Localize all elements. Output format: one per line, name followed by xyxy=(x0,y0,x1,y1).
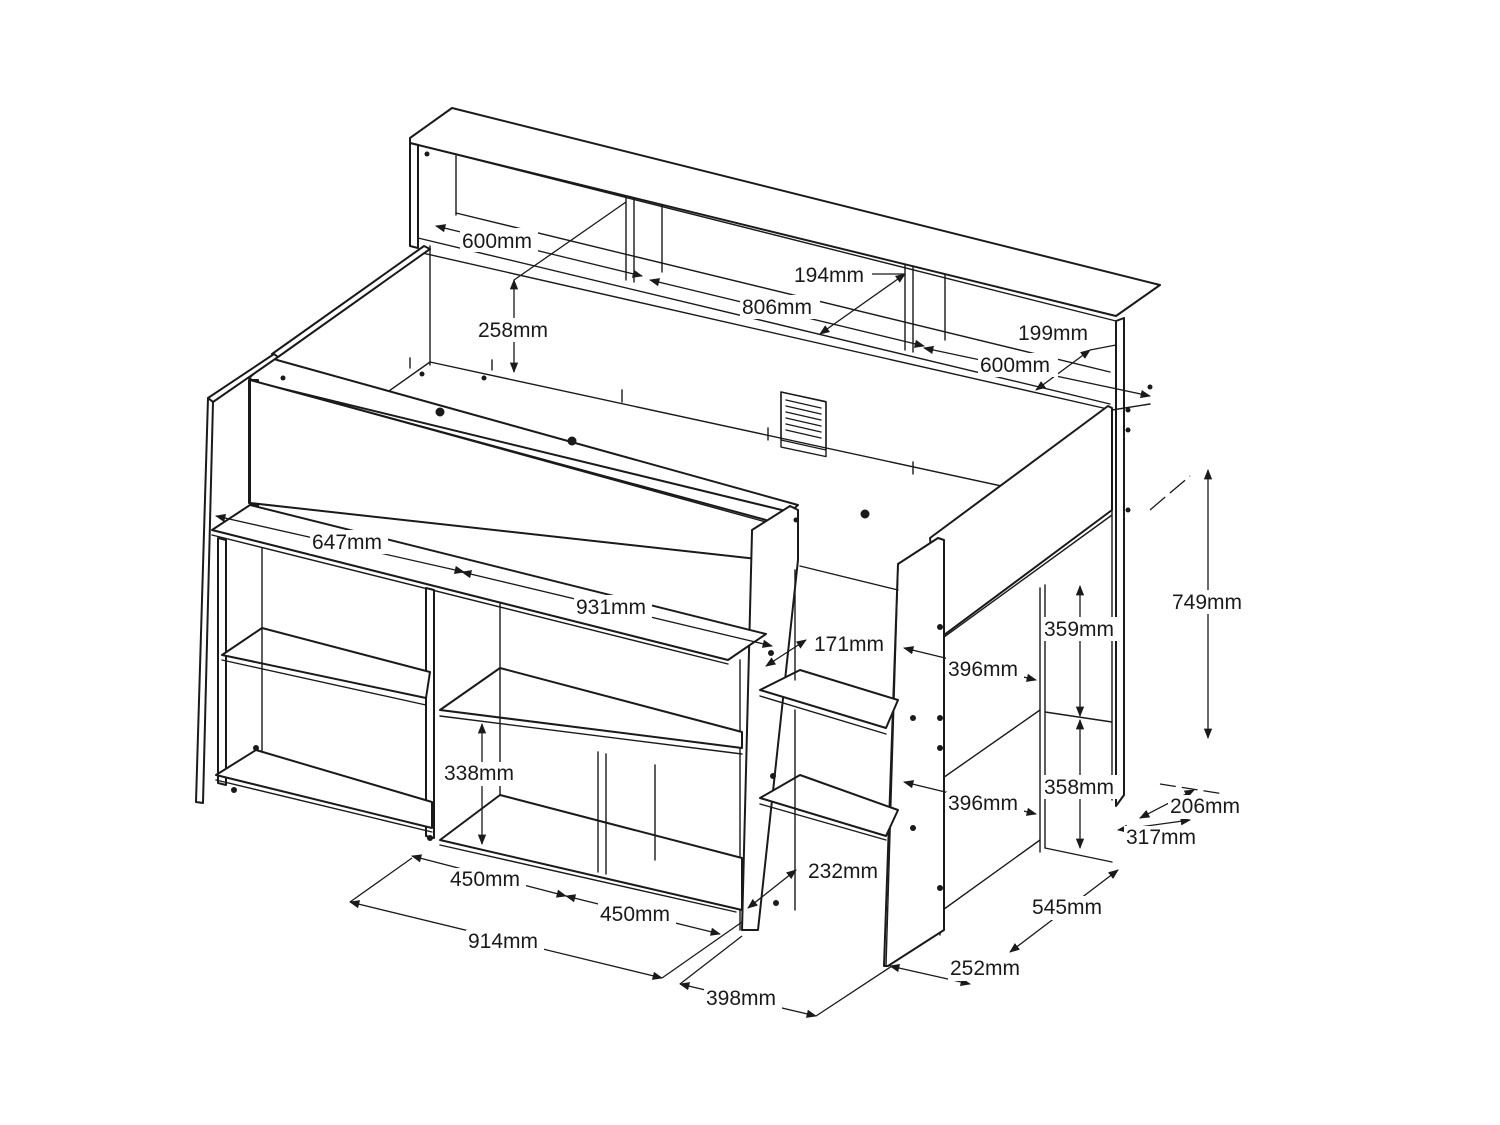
small-side-shelf xyxy=(759,565,899,911)
dim-label-compartment-right-width: 450mm xyxy=(600,903,670,926)
dim-label-right-shelf-width: 199mm xyxy=(1018,322,1088,345)
dim-label-lower-shelf-width: 396mm xyxy=(948,792,1018,815)
dim-label-shelf-depth: 194mm xyxy=(794,264,864,287)
bookcase-unit xyxy=(211,504,767,931)
dim-label-bookcase-total-width: 914mm xyxy=(468,930,538,953)
dim-label-upper-shelf-width: 396mm xyxy=(948,658,1018,681)
dim-label-upper-shelf-height: 359mm xyxy=(1044,618,1114,641)
dim-label-headboard-depth: 206mm xyxy=(1170,795,1240,818)
dim-label-leg-depth: 317mm xyxy=(1126,826,1196,849)
dim-label-compartment-left-width: 450mm xyxy=(450,868,520,891)
dim-label-bed-height: 749mm xyxy=(1172,591,1242,614)
screw-holes xyxy=(231,151,1153,906)
dim-label-bookcase-left-width: 647mm xyxy=(312,531,382,554)
vent-grille xyxy=(780,391,827,451)
dimension-labels: 600mm 258mm 194mm 806mm 199mm 600mm 647m… xyxy=(310,228,1248,1011)
dim-label-end-panel-width: 252mm xyxy=(950,957,1020,980)
dim-label-shelf-height: 258mm xyxy=(478,319,548,342)
dim-label-right-shelf-length: 600mm xyxy=(980,354,1050,377)
dim-label-top-shelf-width: 600mm xyxy=(462,230,532,253)
bed-frame xyxy=(271,245,1151,936)
dim-label-bookcase-right-width: 931mm xyxy=(576,596,646,619)
dim-label-side-unit-width: 398mm xyxy=(706,987,776,1010)
dim-label-side-shelf-depth: 232mm xyxy=(808,860,878,883)
dim-label-bookcase-compartment-height: 338mm xyxy=(444,762,514,785)
dim-label-bed-depth: 545mm xyxy=(1032,896,1102,919)
dim-label-side-gap: 171mm xyxy=(814,633,884,656)
dim-label-lower-shelf-height: 358mm xyxy=(1044,776,1114,799)
dim-label-middle-shelf-width: 806mm xyxy=(742,296,812,319)
